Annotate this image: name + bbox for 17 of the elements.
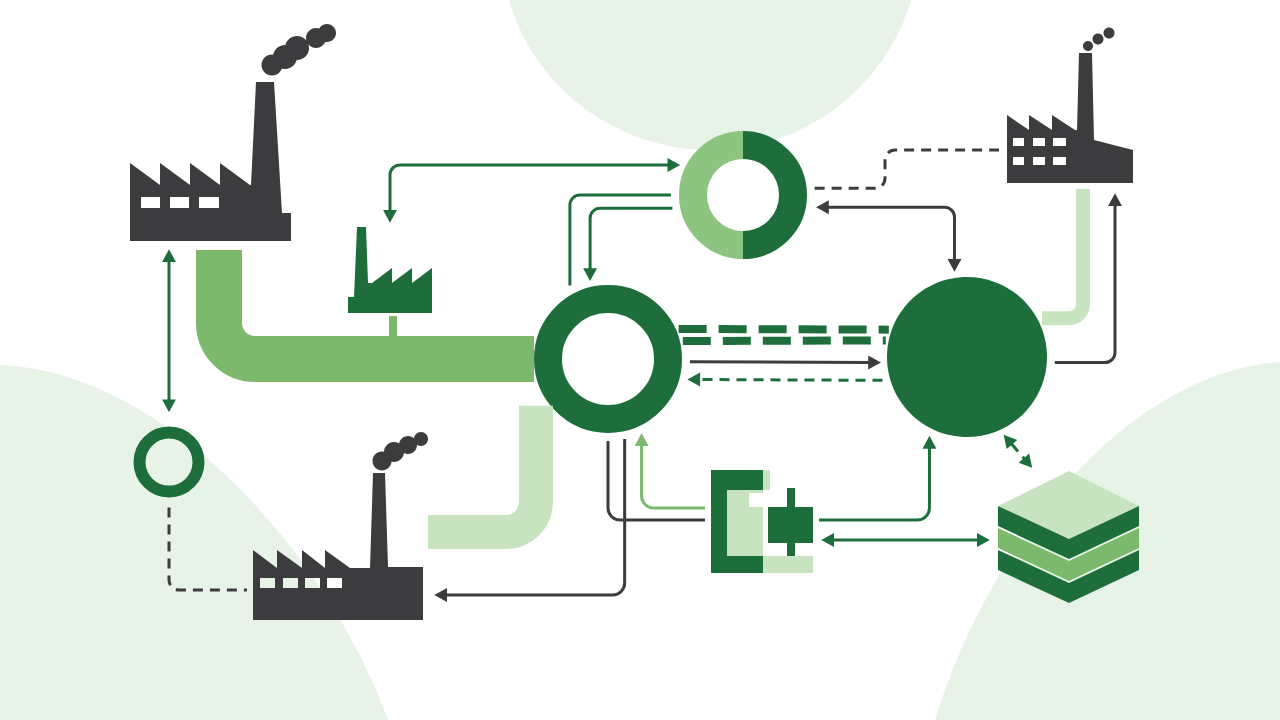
factory-icon	[130, 24, 336, 241]
factory-icon	[253, 432, 428, 620]
block-icon	[711, 470, 813, 573]
connector-line	[568, 193, 671, 286]
connector-line	[606, 441, 705, 522]
flow-band	[1042, 189, 1090, 326]
flow-band	[196, 250, 393, 382]
layer-stack-icon	[998, 471, 1139, 603]
dashed-line	[167, 507, 247, 592]
ring	[133, 426, 205, 498]
flow-band	[393, 336, 534, 382]
filled-circle	[887, 277, 1047, 437]
factory-icon	[1007, 27, 1133, 183]
ring	[534, 285, 682, 433]
dashed-line	[814, 148, 999, 190]
split-ring	[679, 131, 807, 259]
factory-icon	[348, 227, 432, 313]
